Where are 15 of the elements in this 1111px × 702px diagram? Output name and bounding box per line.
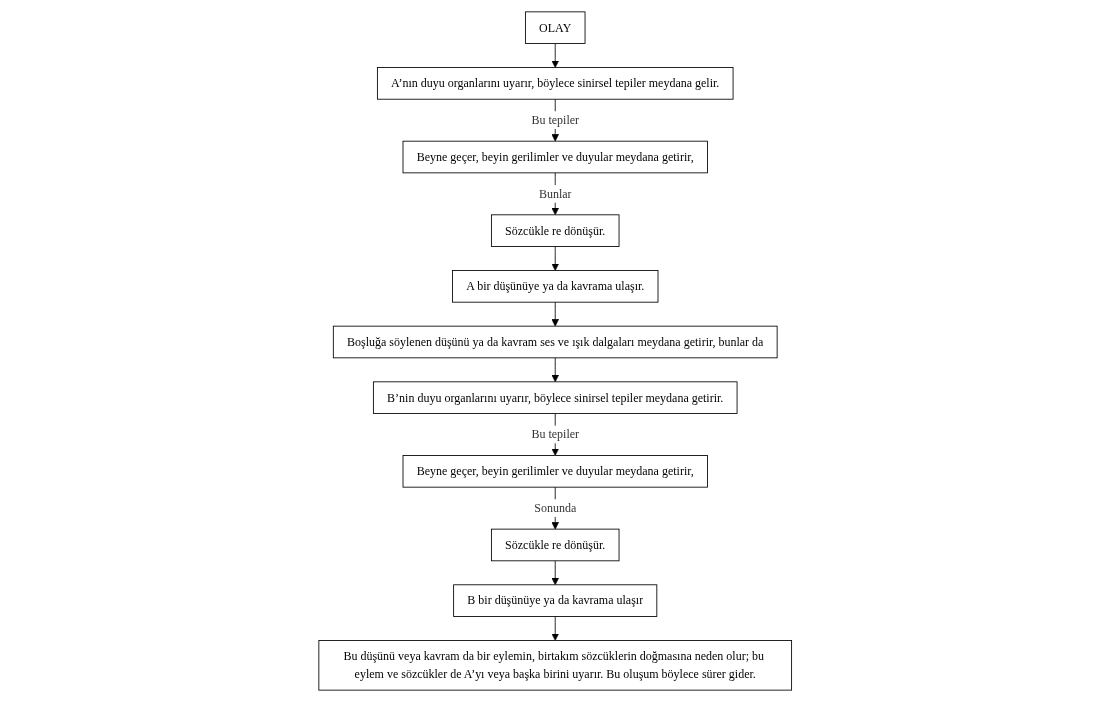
node-box: OLAY	[525, 11, 586, 44]
node-box: Beyne geçer, beyin gerilimler ve duyular meydana getirir,	[402, 140, 709, 174]
node-box: Boşluğa söylenen düşünü ya da kavram ses ve ışık dalgaları meydana getirir, bunlar da	[333, 325, 778, 359]
edge-label: Sonunda	[534, 501, 577, 515]
node-box: Sözcükle re dönüşür.	[491, 528, 620, 562]
edge-label: Bu tepiler	[531, 428, 580, 441]
edge-label: Bu tepiler	[531, 113, 580, 127]
edge-label: Bunlar	[539, 187, 572, 201]
node-box: A bir düşünüye ya da kavrama ulaşır.	[452, 270, 659, 303]
node-box: Beyne geçer, beyin gerilimler ve duyular meydana getirir,	[402, 455, 709, 488]
node-box: A’nın duyu organlarını uyarır, böylece sinirsel tepiler meydana gelir.	[377, 67, 734, 100]
node-box: B bir düşünüye ya da kavrama ulaşır	[453, 584, 658, 617]
node-box: Sözcükle re dönüşür.	[491, 214, 620, 247]
node-box: Bu düşünü veya kavram da bir eylemin, birtakım sözcüklerin doğmasına neden olur; bu eylem ve sözcükler de A’yı veya başka birini uyarır. Bu oluşum böylece sürer gider.	[318, 640, 793, 691]
node-box: B’nin duyu organlarını uyarır, böylece sinirsel tepiler meydana getirir.	[373, 381, 738, 414]
